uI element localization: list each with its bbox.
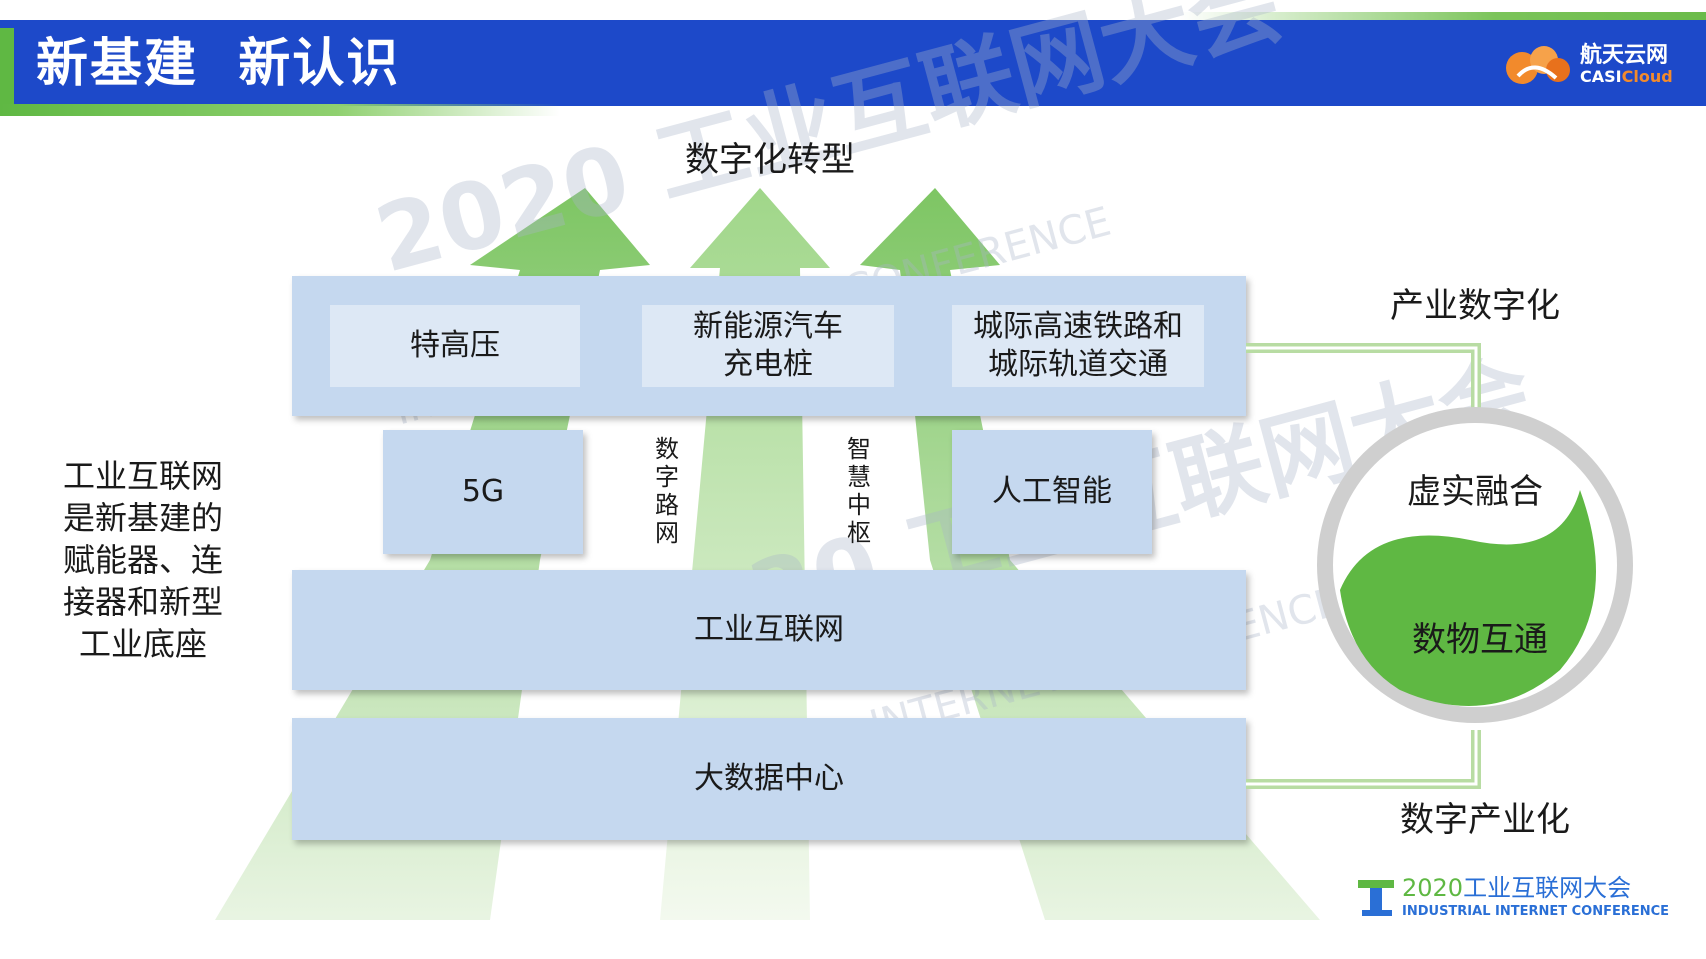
data-physical-interconnect-label: 数物互通 (1412, 620, 1548, 660)
digital-industrialization-label: 数字产业化 (1400, 800, 1570, 840)
conference-logo-icon (1358, 880, 1394, 916)
header-left-accent (0, 28, 14, 106)
header-bar (0, 20, 1706, 106)
fusion-circle (1317, 407, 1633, 723)
5g-box: 5G (383, 430, 583, 554)
logo-cn-text: 航天云网 (1580, 43, 1669, 68)
page-title: 新基建 新认识 (36, 34, 401, 94)
virtual-real-fusion-label: 虚实融合 (1407, 472, 1543, 512)
footer-logo-en: INDUSTRIAL INTERNET CONFERENCE (1402, 904, 1670, 919)
left-description: 工业互联网 是新基建的 赋能器、连 接器和新型 工业底座 (62, 457, 223, 663)
industry-digitalization-label: 产业数字化 (1390, 286, 1560, 326)
ev-charging-box: 新能源汽车 充电桩 (642, 305, 894, 387)
big-data-center-band: 大数据中心 (292, 718, 1246, 840)
header-accent-stripe (1180, 12, 1706, 22)
footer-logo-year: 2020 (1402, 874, 1464, 902)
footer-logo-cn: 工业互联网大会 (1463, 874, 1632, 902)
right-connectors (1246, 343, 1481, 789)
logo-en-casi: CASI (1580, 67, 1622, 86)
footer-logo-title: 2020工业互联网大会 (1402, 874, 1631, 902)
ai-box: 人工智能 (952, 430, 1152, 554)
logo-en-cloud: Cloud (1621, 67, 1673, 86)
digital-road-label: 数字路网 (650, 436, 679, 548)
uhv-box: 特高压 (330, 305, 580, 387)
intercity-rail-box: 城际高速铁路和 城际轨道交通 (952, 305, 1204, 387)
digital-transformation-label: 数字化转型 (685, 140, 855, 180)
industrial-internet-band: 工业互联网 (292, 570, 1246, 690)
header-bottom-accent (0, 104, 560, 116)
logo-en-text: CASICloud (1580, 68, 1673, 86)
casicloud-logo-icon (1506, 46, 1570, 84)
smart-hub-label: 智慧中枢 (842, 436, 871, 548)
